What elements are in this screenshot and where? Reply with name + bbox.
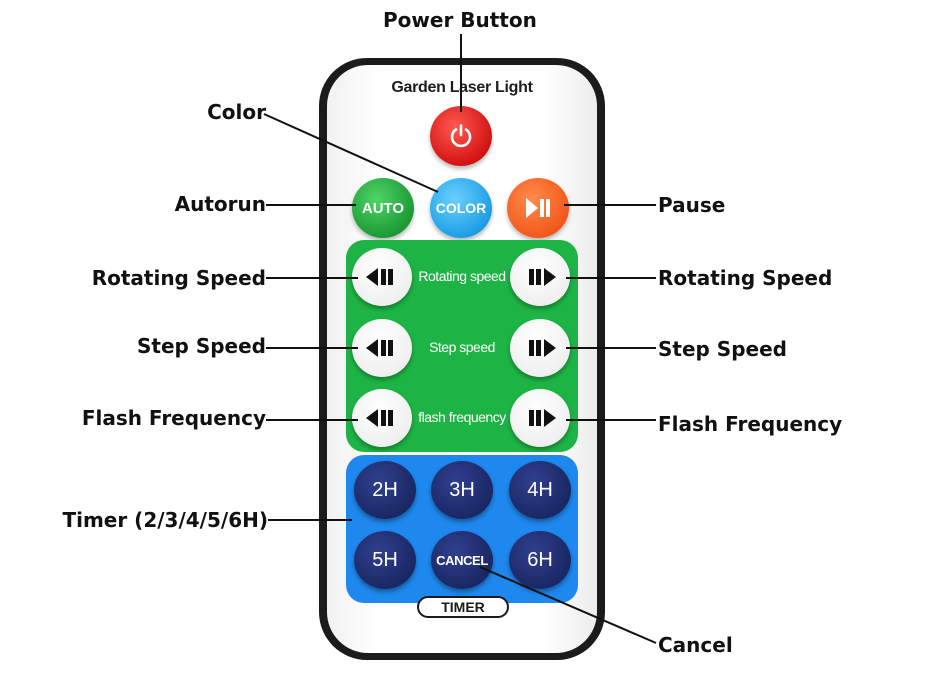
callout-power-button: Power Button	[383, 8, 537, 32]
callout-autorun: Autorun	[174, 192, 266, 216]
power-icon	[450, 124, 472, 148]
pause-button[interactable]	[507, 178, 569, 238]
arrow-right-icon	[529, 339, 556, 357]
arrow-left-icon	[366, 409, 393, 427]
rotating-speed-up-button[interactable]	[510, 248, 570, 306]
timer-6h-button[interactable]: 6H	[509, 531, 571, 589]
callout-color: Color	[207, 100, 266, 124]
callout-timer: Timer (2/3/4/5/6H)	[62, 508, 268, 532]
flash-frequency-up-button[interactable]	[510, 389, 570, 447]
callout-pause: Pause	[658, 193, 726, 217]
callout-step-speed-left: Step Speed	[137, 334, 266, 358]
step-speed-label: Step speed	[429, 339, 495, 355]
power-button[interactable]	[430, 106, 492, 166]
callout-rotating-speed-left: Rotating Speed	[91, 266, 266, 290]
arrow-left-icon	[366, 268, 393, 286]
timer-2h-button[interactable]: 2H	[354, 461, 416, 519]
flash-frequency-down-button[interactable]	[352, 389, 412, 447]
callout-flash-frequency-left: Flash Frequency	[81, 406, 266, 430]
color-button[interactable]: COLOR	[430, 178, 492, 238]
arrow-left-icon	[366, 339, 393, 357]
callout-flash-frequency-right: Flash Frequency	[658, 412, 843, 436]
flash-frequency-label: flash frequency	[418, 409, 506, 425]
timer-label: TIMER	[417, 596, 509, 618]
timer-cancel-button[interactable]: CANCEL	[431, 531, 493, 589]
callout-step-speed-right: Step Speed	[658, 337, 787, 361]
leader-cancel	[479, 566, 657, 644]
brand-label: Garden Laser Light	[391, 79, 533, 96]
play-pause-icon	[526, 198, 550, 218]
auto-button[interactable]: AUTO	[352, 178, 414, 238]
arrow-right-icon	[529, 268, 556, 286]
rotating-speed-down-button[interactable]	[352, 248, 412, 306]
step-speed-up-button[interactable]	[510, 319, 570, 377]
arrow-right-icon	[529, 409, 556, 427]
callout-cancel: Cancel	[658, 633, 733, 657]
step-speed-down-button[interactable]	[352, 319, 412, 377]
rotating-speed-label: Rotating speed	[418, 268, 506, 284]
leader-color	[263, 113, 439, 193]
timer-4h-button[interactable]: 4H	[509, 461, 571, 519]
timer-5h-button[interactable]: 5H	[354, 531, 416, 589]
callout-rotating-speed-right: Rotating Speed	[658, 266, 833, 290]
timer-3h-button[interactable]: 3H	[431, 461, 493, 519]
